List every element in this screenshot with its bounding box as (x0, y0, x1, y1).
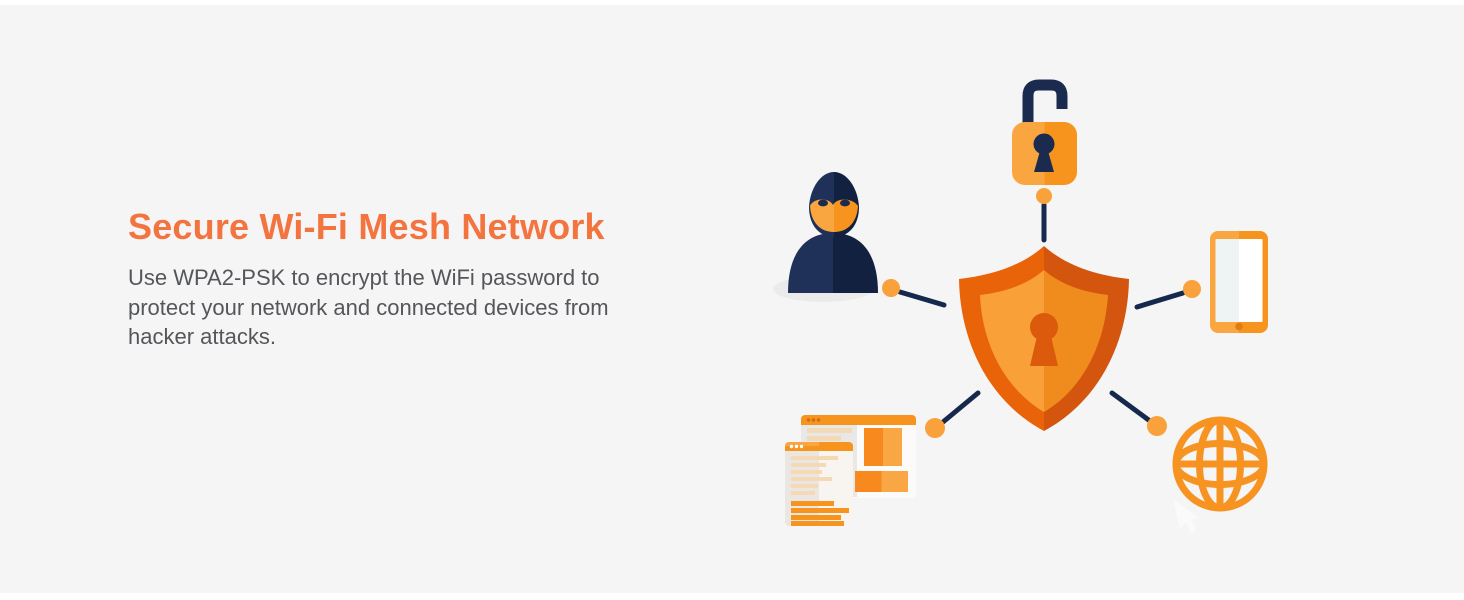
back-window-banner-block (855, 471, 908, 492)
connector-lines (897, 202, 1186, 425)
globe-wireframe (1172, 416, 1268, 512)
open-padlock-icon (1012, 79, 1077, 185)
hacker-icon (773, 172, 878, 302)
globe-icon (1172, 416, 1268, 533)
front-window-titlebar-fill (785, 446, 853, 451)
connector-dot-lower-right (1147, 416, 1167, 436)
connector-dots (882, 188, 1201, 438)
padlock-keyhole-stem (1034, 151, 1054, 172)
hero-banner: Secure Wi-Fi Mesh Network Use WPA2-PSK t… (0, 5, 1464, 593)
front-window-light-text-lines (791, 456, 838, 495)
page-title: Secure Wi-Fi Mesh Network (128, 206, 605, 247)
back-window-titlebar-dots (806, 418, 821, 422)
connector-line-lower-left (940, 390, 981, 425)
browser-windows-icon (785, 415, 916, 526)
security-illustration (773, 79, 1268, 533)
cursor-icon (1173, 499, 1199, 533)
tablet-icon (1210, 231, 1268, 333)
connector-dot-upper-right (1183, 280, 1201, 298)
hacker-eye-left (818, 199, 828, 207)
front-window-titlebar-dots (789, 444, 804, 449)
hacker-face (810, 199, 858, 232)
back-window-text-line (807, 436, 841, 441)
connector-line-upper-right (1134, 290, 1186, 310)
hacker-body (788, 233, 878, 293)
tablet-screen (1215, 239, 1263, 322)
hacker-eye-right (840, 199, 850, 207)
back-window-titlebar-fill (801, 420, 916, 425)
connector-dot-upper-left (882, 279, 900, 297)
back-window-image-block (864, 428, 902, 466)
hero-description: Use WPA2-PSK to encrypt the WiFi passwor… (128, 265, 609, 349)
padlock-keyhole-circle (1033, 133, 1055, 155)
shield-keyhole-icon (959, 246, 1129, 431)
browser-window-front (785, 442, 853, 526)
back-window-text-line (807, 428, 852, 433)
connector-line-lower-right (1109, 390, 1153, 424)
hero-text-block: Secure Wi-Fi Mesh Network Use WPA2-PSK t… (128, 205, 668, 352)
front-window-bold-text-lines (791, 501, 849, 526)
shield-keyhole-circle (1030, 313, 1058, 341)
connector-line-upper-left (897, 289, 947, 308)
connector-dot-lower-left (925, 418, 945, 438)
connector-dot-top (1036, 188, 1052, 204)
shield-keyhole-stem (1030, 336, 1058, 366)
padlock-shackle (1022, 79, 1068, 125)
tablet-home-button (1235, 322, 1243, 331)
